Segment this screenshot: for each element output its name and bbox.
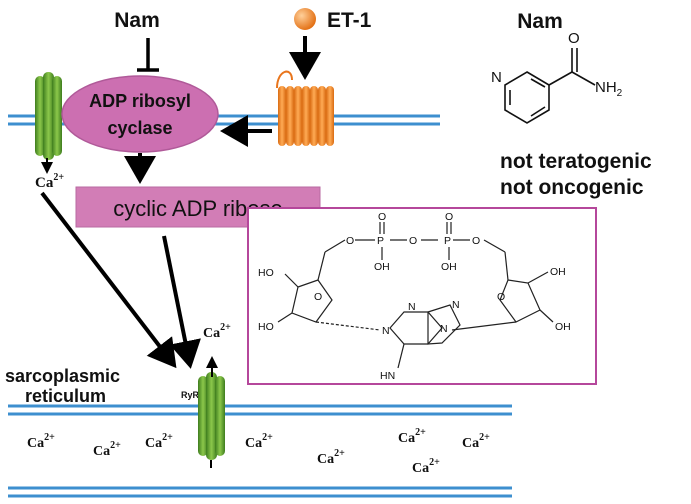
not-teratogenic-text: not teratogenic — [500, 150, 652, 173]
svg-text:HO: HO — [258, 321, 274, 333]
svg-text:N: N — [452, 299, 460, 311]
et1-label: ET-1 — [327, 9, 372, 32]
calcium-ion-influx: Ca2+ — [35, 172, 64, 191]
svg-text:O: O — [314, 291, 322, 303]
nam-inhibitor-label: Nam — [114, 9, 160, 32]
svg-text:O: O — [472, 235, 480, 247]
ryanodine-receptor-icon — [198, 372, 225, 460]
svg-text:OH: OH — [555, 321, 571, 333]
svg-text:O: O — [568, 30, 580, 47]
calcium-ion-sr: Ca2+ — [93, 440, 121, 459]
enzyme-label-line1: ADP ribosyl — [89, 91, 191, 111]
svg-text:O: O — [445, 211, 453, 223]
cadpr-to-ryr-arrow — [162, 235, 201, 369]
nicotinamide-structure — [504, 48, 596, 124]
svg-text:OH: OH — [550, 266, 566, 278]
calcium-ion-sr: Ca2+ — [317, 448, 345, 467]
svg-text:OH: OH — [441, 261, 457, 273]
svg-text:O: O — [346, 235, 354, 247]
svg-text:O: O — [409, 235, 417, 247]
calcium-ion-released: Ca2+ — [203, 322, 231, 341]
et1-ligand-icon — [294, 8, 316, 30]
calcium-ion-sr: Ca2+ — [398, 427, 426, 446]
calcium-ions: Ca2+ Ca2+ Ca2+ Ca2+ Ca2+ Ca2+ Ca2+ Ca2+ … — [27, 322, 490, 476]
calcium-ion-sr: Ca2+ — [27, 432, 55, 451]
svg-text:N: N — [440, 323, 448, 335]
svg-text:N: N — [491, 69, 502, 86]
adp-ribosyl-cyclase — [61, 75, 219, 153]
inhibition-tbar-icon — [137, 38, 159, 72]
calcium-ion-sr: Ca2+ — [145, 432, 173, 451]
calcium-to-ryr-arrow — [40, 191, 177, 369]
svg-text:N: N — [408, 301, 416, 313]
svg-text:P: P — [444, 235, 451, 247]
ryr-label: RyR — [181, 390, 200, 400]
calcium-ion-sr: Ca2+ — [412, 457, 440, 476]
cadpr-structure-panel — [247, 207, 597, 385]
et1-receptor-icon — [276, 70, 334, 146]
nicotinamide-atom-labels: O NH2 N — [491, 30, 623, 99]
nam-structure-label: Nam — [517, 10, 563, 33]
svg-text:N: N — [382, 325, 390, 337]
svg-text:HN: HN — [380, 370, 395, 382]
calcium-channel-icon — [35, 72, 62, 160]
sr-membrane-top — [8, 404, 512, 416]
svg-text:O: O — [378, 211, 386, 223]
calcium-ion-sr: Ca2+ — [245, 432, 273, 451]
cadpr-structure-drawing — [277, 222, 554, 369]
sr-label-line1: sarcoplasmic — [5, 366, 120, 386]
cadpr-atom-labels: O P O P O O O OH OH O O HO HO OH OH N N … — [258, 211, 571, 382]
svg-text:HO: HO — [258, 267, 274, 279]
svg-text:O: O — [497, 291, 505, 303]
calcium-ion-sr: Ca2+ — [462, 432, 490, 451]
svg-text:NH2: NH2 — [595, 79, 623, 99]
sr-label-line2: reticulum — [25, 386, 106, 406]
svg-text:P: P — [377, 235, 384, 247]
svg-text:OH: OH — [374, 261, 390, 273]
enzyme-label-line2: cyclase — [107, 118, 172, 138]
not-oncogenic-text: not oncogenic — [500, 176, 644, 199]
sr-membrane-bottom — [8, 486, 512, 498]
